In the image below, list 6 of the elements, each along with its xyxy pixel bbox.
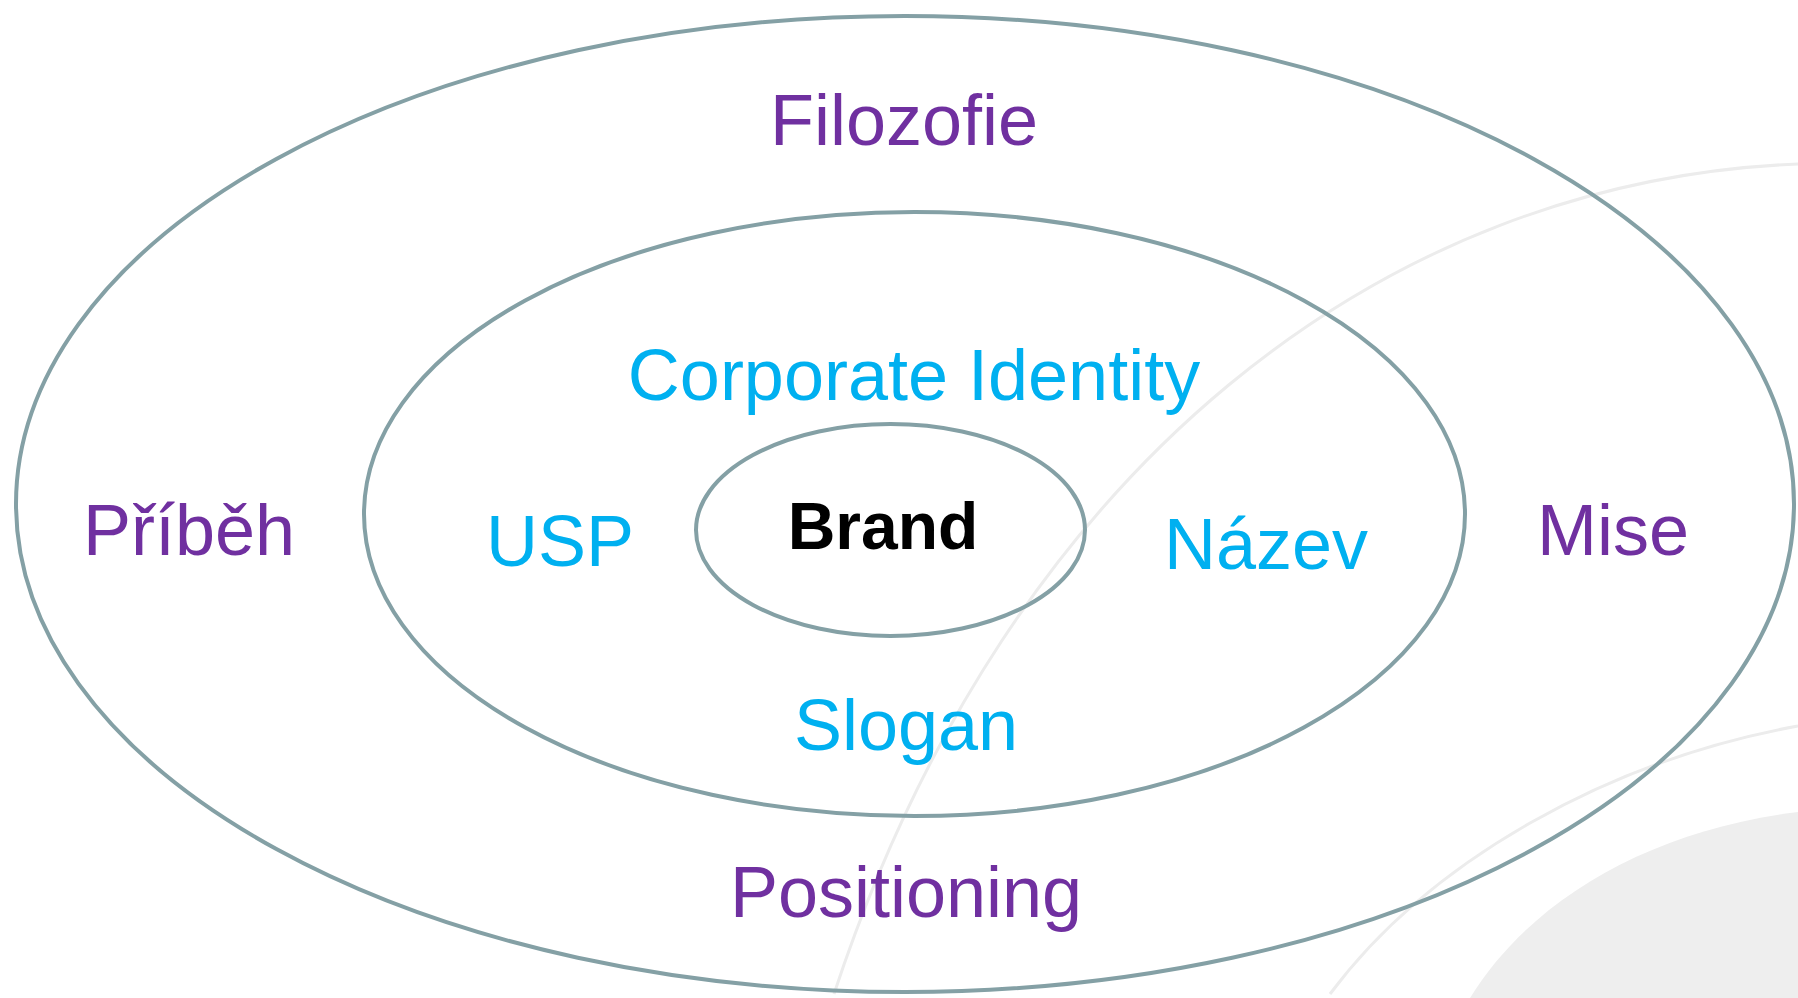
ellipse-label: Příběh bbox=[82, 494, 296, 566]
ellipse-label: Mise bbox=[1537, 494, 1689, 566]
ellipse-label: Název bbox=[1163, 508, 1369, 580]
ellipse-label: Filozofie bbox=[769, 84, 1039, 156]
ellipse-label: USP bbox=[486, 505, 634, 577]
ellipse-label: Brand bbox=[787, 493, 979, 559]
